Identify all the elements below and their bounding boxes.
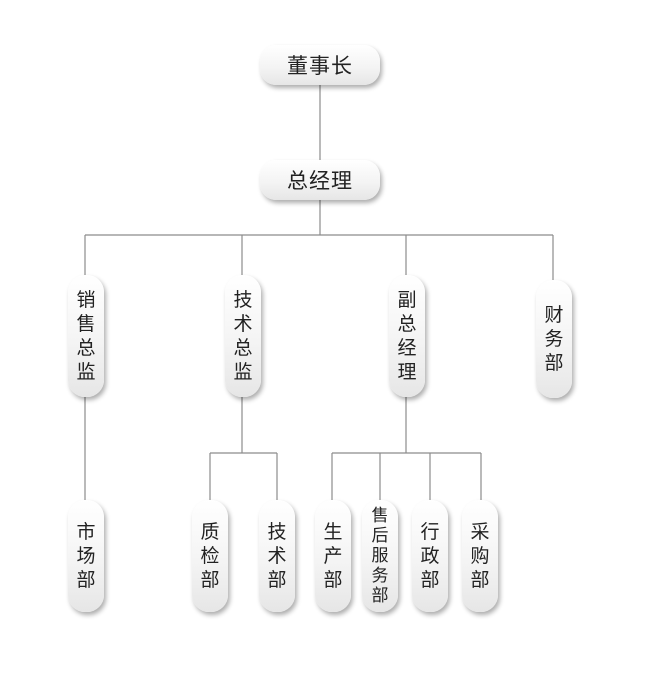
node-finance-dept: 财务部 [536,280,572,398]
node-tech-director: 技术总监 [225,275,261,397]
node-after-sales-dept: 售后服务部 [362,500,398,612]
node-tech-dept: 技术部 [259,500,295,612]
node-chairman: 董事长 [260,45,380,85]
node-purchasing-dept: 采购部 [462,500,498,612]
node-quality-dept: 质检部 [192,500,228,612]
node-market-dept: 市场部 [68,500,104,612]
node-production-dept: 生产部 [315,500,351,612]
node-deputy-general-manager: 副总经理 [389,275,425,397]
node-general-manager: 总经理 [260,160,380,200]
node-sales-director: 销售总监 [68,275,104,397]
node-admin-dept: 行政部 [412,500,448,612]
